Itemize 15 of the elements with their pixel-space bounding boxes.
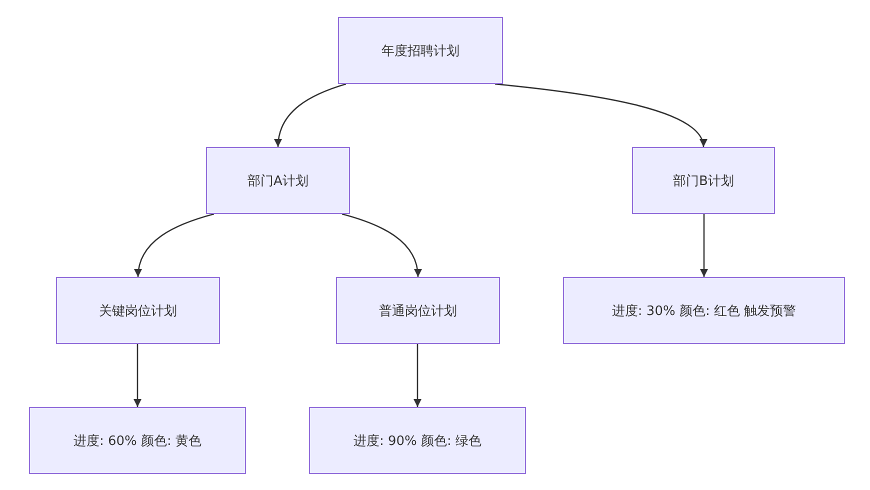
process-box: 年度招聘计划	[338, 17, 503, 84]
arrow	[134, 213, 214, 278]
process-box: 部门A计划	[206, 147, 350, 214]
process-box: 进度: 30% 颜色: 红色 触发预警	[563, 277, 845, 344]
process-box: 关键岗位计划	[56, 277, 220, 344]
process-box: 进度: 90% 颜色: 绿色	[309, 407, 526, 474]
arrow	[134, 344, 142, 407]
process-box: 部门B计划	[632, 147, 775, 214]
arrow	[700, 214, 708, 277]
arrow	[414, 344, 422, 407]
arrow	[494, 83, 706, 148]
process-box: 进度: 60% 颜色: 黄色	[29, 407, 246, 474]
arrow	[342, 213, 422, 278]
process-box: 普通岗位计划	[336, 277, 500, 344]
arrow	[274, 83, 346, 148]
